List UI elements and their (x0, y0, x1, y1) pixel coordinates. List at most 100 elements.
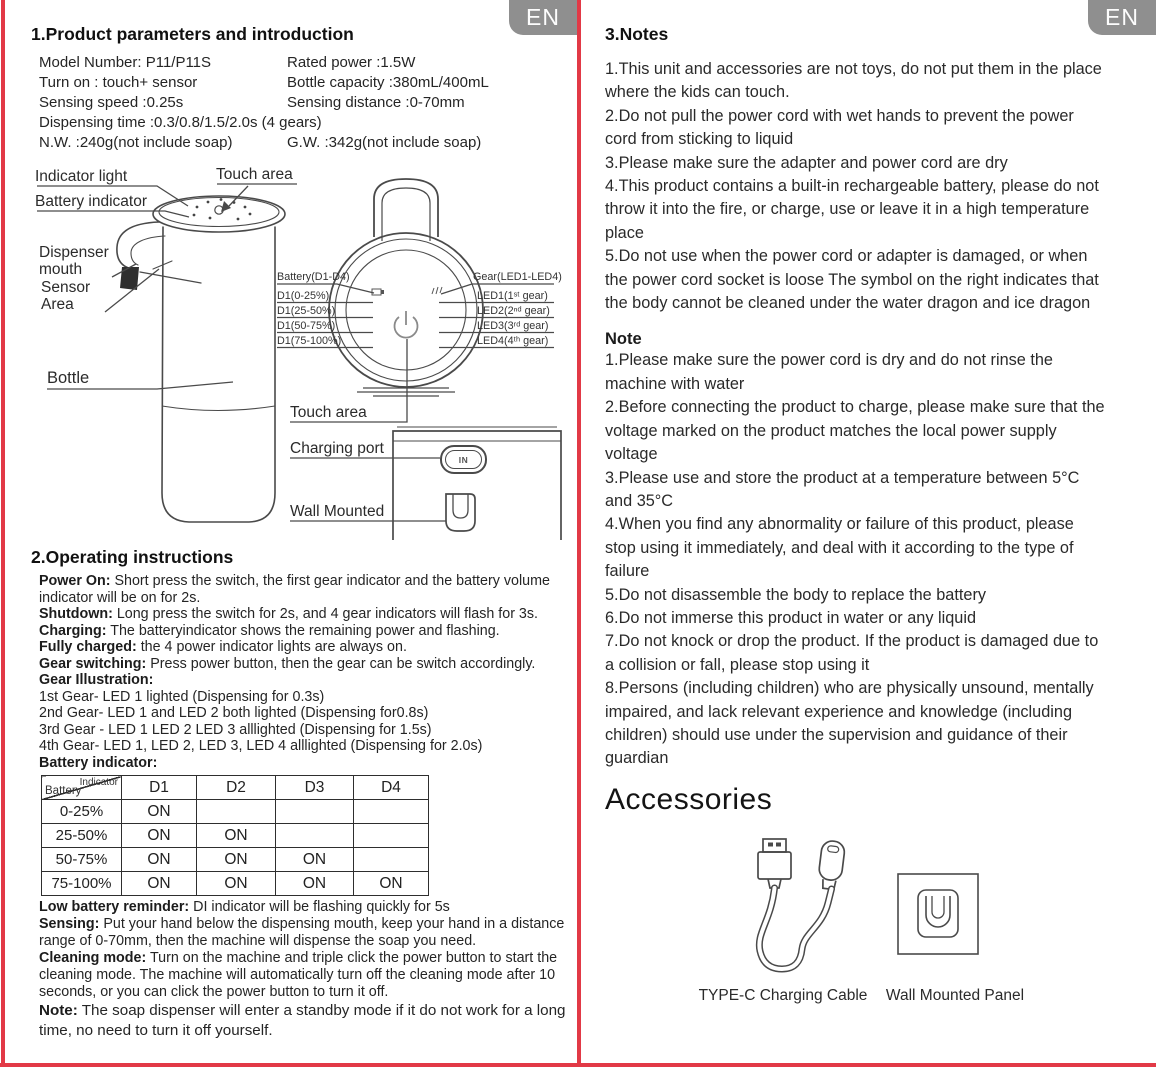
label-led2: LED2(2ⁿᵈ gear) (477, 305, 550, 317)
op-gear3: 3rd Gear - LED 1 LED 2 LED 3 alllighted … (39, 721, 432, 738)
bottom-red-rule (0, 1063, 1156, 1067)
top-view-illustration (328, 178, 484, 397)
cell-d4 (353, 799, 429, 824)
back-view-leader-lines (290, 339, 446, 522)
op-shutdown-label: Shutdown: (39, 606, 113, 622)
label-d1-75-100: D1(75-100%) (277, 335, 342, 347)
note-sub-item-6: 6.Do not immerse this product in water o… (605, 608, 977, 627)
cell-d4 (353, 847, 429, 872)
gear-indicator-icon (431, 286, 443, 295)
col-header-d1: D1 (121, 775, 197, 800)
low-battery-reminder: Low battery reminder: DI indicator will … (39, 899, 450, 915)
param-gross-weight: G.W. :342g(not include soap) (287, 134, 482, 151)
language-tab-right: EN (1088, 0, 1156, 35)
language-tab-left: EN (509, 0, 577, 35)
cell-d3 (275, 799, 354, 824)
col-header-d3: D3 (275, 775, 354, 800)
param-model: Model Number: P11/P11S (39, 54, 212, 71)
op-charging-label: Charging: (39, 622, 107, 639)
section1-title: 1.Product parameters and introduction (31, 24, 354, 44)
table-row: 50-75% ON ON ON (41, 847, 429, 872)
op-shutdown-text: Long press the switch for 2s, and 4 gear… (112, 606, 539, 622)
note-item-3: 3.Please make sure the adapter and power… (605, 153, 1008, 172)
label-touch-area-bottom: Touch area (290, 404, 367, 421)
bottle-leader-lines (37, 183, 297, 390)
note-items-list: 1.Please make sure the power cord is dry… (605, 349, 1156, 770)
range-cell: 0-25% (41, 799, 122, 824)
charging-port-inner: IN (445, 450, 482, 469)
cell-d4: ON (353, 871, 429, 896)
table-row: 0-25% ON (41, 799, 429, 824)
range-cell: 50-75% (41, 847, 122, 872)
note-sub-item-8: 8.Persons (including children) who are p… (605, 679, 1094, 768)
col-header-d4: D4 (353, 775, 429, 800)
post-table-instructions: Low battery reminder: DI indicator will … (31, 899, 573, 1041)
cell-d3: ON (275, 847, 354, 872)
note-sub-item-5: 5.Do not disassemble the body to replace… (605, 585, 987, 604)
touch-area-arrowhead (221, 201, 231, 212)
left-red-rule (1, 0, 5, 1065)
label-d1-50-75: D1(50-75%) (277, 320, 336, 332)
note-sub-item-1: 1.Please make sure the power cord is dry… (605, 351, 1053, 393)
cell-d3 (275, 823, 354, 848)
page-divider-rule (577, 0, 581, 1065)
bottle-illustration (116, 195, 286, 523)
port-marking: IN (458, 454, 469, 465)
cell-d2: ON (196, 847, 276, 872)
cell-d2: ON (196, 823, 276, 848)
table-corner-cell: Indicator Battery (41, 775, 122, 800)
right-page: 3.Notes 1.This unit and accessories are … (581, 0, 1156, 1063)
param-rated-power: Rated power :1.5W (287, 54, 416, 71)
note-sub-item-3: 3.Please use and store the product at a … (605, 468, 1080, 510)
label-led3: LED3(3ʳᵈ gear) (477, 320, 549, 332)
accessories-title: Accessories (605, 782, 773, 816)
op-gear-switching-label: Gear switching: (39, 655, 147, 672)
accessories-figures: TYPE-C Charging Cable Wall Mounted Panel (605, 837, 1156, 1027)
op-power-on: Power On: Short press the switch, the fi… (39, 573, 573, 606)
op-battery-indicator: Battery indicator: (39, 755, 573, 772)
param-sensing-distance: Sensing distance :0-70mm (287, 94, 465, 111)
cell-d1: ON (121, 871, 197, 896)
op-shutdown: Shutdown: Long press the switch for 2s, … (39, 606, 573, 623)
panel-caption: Wall Mounted Panel (885, 986, 1025, 1004)
table-header-row: Indicator Battery D1 D2 D3 D4 (41, 775, 429, 800)
op-gear4: 4th Gear- LED 1, LED 2, LED 3, LED 4 all… (39, 738, 483, 754)
table-row: 75-100% ON ON ON ON (41, 871, 429, 896)
battery-indicator-icon (371, 288, 384, 296)
label-d1-0-25: D1(0-25%) (277, 290, 330, 302)
standby-note: Note: The soap dispenser will enter a st… (39, 1002, 566, 1039)
label-battery-d1-d4: Battery(D1-D4) (277, 271, 350, 283)
param-sensing-speed: Sensing speed :0.25s (39, 94, 184, 111)
label-wall-mounted: Wall Mounted (290, 503, 385, 520)
note-item-1: 1.This unit and accessories are not toys… (605, 60, 1102, 102)
label-d1-25-50: D1(25-50%) (277, 305, 336, 317)
op-power-on-text: Short press the switch, the first gear i… (39, 573, 550, 606)
op-battery-indicator-label: Battery indicator: (39, 754, 158, 771)
sensing-instruction: Sensing: Put your hand below the dispens… (39, 916, 565, 949)
device-line-art (37, 178, 562, 540)
typec-cable-illustration (755, 837, 846, 973)
note-item-5: 5.Do not use when the power cord or adap… (605, 247, 1099, 313)
cell-d1: ON (121, 847, 197, 872)
op-fully-charged-label: Fully charged: (39, 639, 137, 655)
note-sub-item-7: 7.Do not knock or drop the product. If t… (605, 632, 1099, 674)
cleaning-mode-instruction: Cleaning mode: Turn on the machine and t… (39, 950, 558, 1000)
label-led4: LED4(4ᵗʰ gear) (477, 335, 549, 347)
table-row: 25-50% ON ON (41, 823, 429, 848)
param-dispensing-time: Dispensing time :0.3/0.8/1.5/2.0s (4 gea… (39, 114, 322, 131)
top-view-leader-lines (277, 283, 554, 349)
label-dispenser-mouth: Dispenser mouth (39, 244, 109, 278)
touch-surface-dots (192, 198, 252, 221)
param-turn-on: Turn on : touch+ sensor (39, 74, 198, 91)
op-gear-switching: Gear switching: Press power button, then… (39, 656, 573, 673)
left-page: 1.Product parameters and introduction Mo… (5, 0, 577, 1063)
section3-title: 3.Notes (605, 24, 669, 44)
op-power-on-label: Power On: (39, 573, 111, 589)
cell-d2 (196, 799, 276, 824)
op-fully-charged: Fully charged: the 4 power indicator lig… (39, 639, 573, 656)
corner-indicator-label: Indicator (79, 777, 118, 788)
cell-d1: ON (121, 799, 197, 824)
note-item-4: 4.This product contains a built-in recha… (605, 177, 1099, 242)
op-gear-switching-text: Press power button, then the gear can be… (146, 655, 536, 672)
op-gear-illustration: Gear Illustration: (39, 672, 573, 689)
